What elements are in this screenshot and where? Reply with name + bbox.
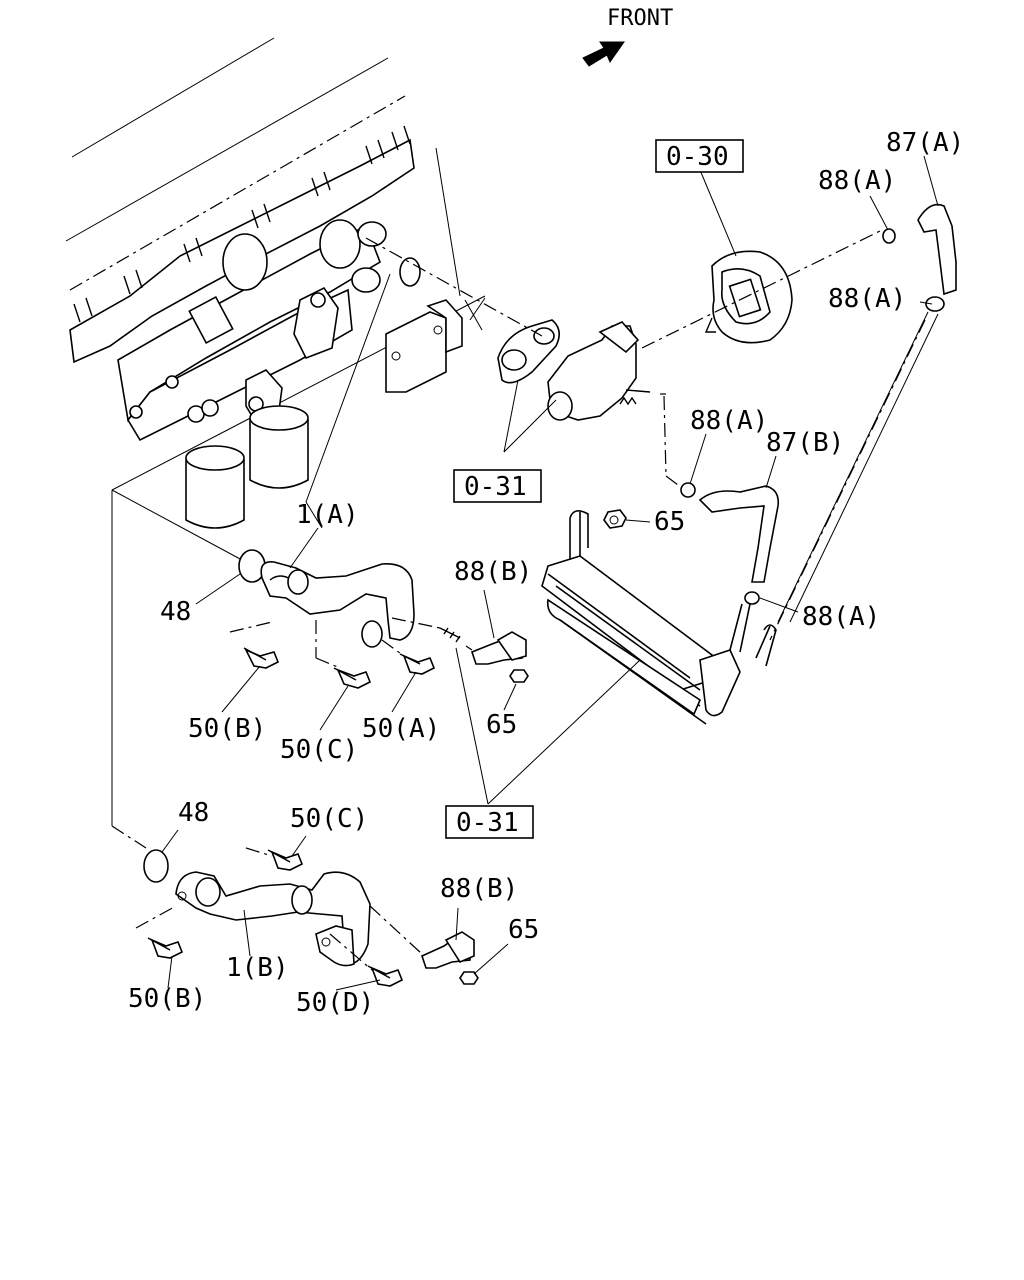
bracket-88b-lower <box>421 931 479 985</box>
leader-lines <box>161 155 939 991</box>
front-label: FRONT <box>607 6 673 31</box>
bolt <box>243 627 461 689</box>
label-48-1: 48 <box>160 597 191 627</box>
label-65-2: 65 <box>486 710 517 740</box>
oil-cooler <box>541 510 777 725</box>
label-50c-2: 50(C) <box>290 804 368 834</box>
label-88a-4: 88(A) <box>802 602 880 632</box>
hose-clamp <box>680 228 945 605</box>
hose-87a <box>917 203 957 296</box>
label-50d: 50(D) <box>296 988 374 1018</box>
nut-65 <box>603 509 627 529</box>
ref-label-0-31-top: 0-31 <box>464 472 527 502</box>
label-50a: 50(A) <box>362 714 440 744</box>
label-88a-2: 88(A) <box>828 284 906 314</box>
bracket-88b <box>471 631 529 683</box>
label-87b: 87(B) <box>766 428 844 458</box>
label-48-2: 48 <box>178 798 209 828</box>
gasket <box>497 319 560 384</box>
label-88a-1: 88(A) <box>818 166 896 196</box>
cover-plate <box>704 250 793 344</box>
ref-box-0-30: 0-30 <box>655 139 744 173</box>
ref-box-0-31-bottom: 0-31 <box>445 805 534 839</box>
label-50c-1: 50(C) <box>280 735 358 765</box>
ref-label-0-30: 0-30 <box>666 142 729 172</box>
label-65-1: 65 <box>654 507 685 537</box>
label-50b-2: 50(B) <box>128 984 206 1014</box>
label-65-3: 65 <box>508 915 539 945</box>
ref-box-0-31-top: 0-31 <box>453 469 542 503</box>
thermostat-housing <box>547 321 651 421</box>
ref-label-0-31-bottom: 0-31 <box>456 808 519 838</box>
front-arrow-icon <box>582 41 625 67</box>
engine-block <box>65 37 486 826</box>
bolt-lower <box>147 849 404 987</box>
label-88b-1: 88(B) <box>454 557 532 587</box>
label-1a: 1(A) <box>296 500 359 530</box>
pipe-1b <box>143 849 371 967</box>
label-50b-1: 50(B) <box>188 714 266 744</box>
label-87a: 87(A) <box>886 128 964 158</box>
hose-87b <box>698 485 780 583</box>
label-1b: 1(B) <box>226 953 289 983</box>
label-88b-2: 88(B) <box>440 874 518 904</box>
label-88a-3: 88(A) <box>690 406 768 436</box>
pipe-1a <box>238 549 415 648</box>
